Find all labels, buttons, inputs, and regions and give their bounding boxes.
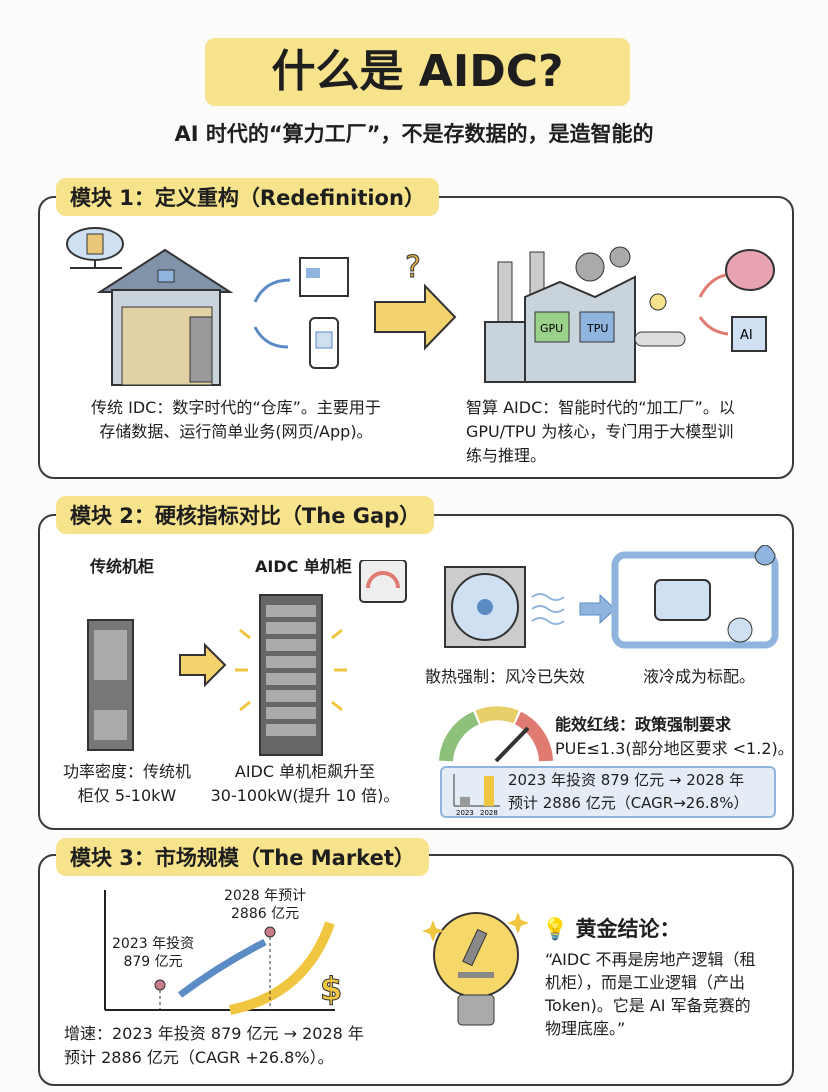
glow-rays xyxy=(235,628,347,712)
investment-summary-text: 2023 年投资 879 亿元 → 2028 年预计 2886 亿元（CAGR→… xyxy=(508,771,749,812)
svg-text:AI: AI xyxy=(740,328,753,343)
brain-icon xyxy=(725,249,775,291)
liquid-cooling-icon xyxy=(611,545,779,649)
lightbulb-icon: 💡 xyxy=(542,917,569,941)
module-3-header: 模块 3：市场规模（The Market） xyxy=(56,838,429,876)
traditional-rack-icon xyxy=(87,619,134,751)
fan-icon xyxy=(444,566,526,648)
investment-summary-box: 2023 2028 2023 年投资 879 亿元 → 2028 年预计 2886… xyxy=(440,766,776,818)
page-subtitle: AI 时代的“算力工厂”，不是存数据的，是造智能的 xyxy=(174,122,654,146)
market-growth-chart: $ xyxy=(104,890,343,1015)
point-2023 xyxy=(154,979,166,991)
cloud-database-icon xyxy=(66,227,124,269)
webpage-icon xyxy=(299,257,349,297)
mini-label-2028: 2028 xyxy=(480,809,498,816)
traditional-rack-label: 传统机柜 xyxy=(90,557,155,576)
arrow-icon xyxy=(698,316,729,336)
air-cooling-caption: 散热强制：风冷已失效 xyxy=(425,667,586,686)
power-gauge-icon xyxy=(359,560,407,603)
airflow-icon xyxy=(531,593,565,625)
water-drop-icon xyxy=(754,545,776,566)
dollar-icon: $ xyxy=(320,970,342,1008)
mini-bar-2028 xyxy=(484,776,494,806)
pue-gauge-icon xyxy=(439,706,553,763)
ai-chip-icon: AI xyxy=(731,316,767,352)
module-3-panel xyxy=(38,854,794,1086)
redefinition-illustration: ? GPU TPU AI xyxy=(66,227,775,386)
traditional-idc-caption: 传统 IDC：数字时代的“仓库”。主要用于存储数据、运行简单业务(网页/App)… xyxy=(91,398,381,441)
yellow-growth-arrow xyxy=(229,921,335,1015)
cooling-illustration xyxy=(444,545,779,649)
module-2-header: 模块 2：硬核指标对比（The Gap） xyxy=(56,496,435,534)
blue-growth-arrow xyxy=(177,938,267,998)
liquid-cooling-caption: 液冷成为标配。 xyxy=(643,667,756,686)
conveyor-belt-icon xyxy=(634,293,686,347)
page-title: 什么是 AIDC? xyxy=(205,38,630,106)
aidc-rack-icon xyxy=(259,594,323,756)
traditional-power-caption: 功率密度：传统机柜仅 5-10kW xyxy=(62,762,191,805)
lightbulb-microscope-icon xyxy=(422,912,529,1026)
mini-bar-2023 xyxy=(460,796,470,806)
rack-comparison-illustration xyxy=(87,560,407,756)
conclusion-title: 💡 黄金结论： xyxy=(542,917,681,941)
module-1-header: 模块 1：定义重构（Redefinition） xyxy=(56,178,439,216)
gpu-chip-label: GPU xyxy=(540,322,563,335)
arrow-icon xyxy=(253,278,291,303)
factory-icon: GPU TPU xyxy=(484,246,636,383)
phone-app-icon xyxy=(309,317,339,369)
arrow-icon xyxy=(579,593,616,625)
arrow-icon xyxy=(253,326,289,349)
arrow-icon xyxy=(698,272,731,298)
growth-caption: 增速：2023 年投资 879 亿元 → 2028 年预计 2886 亿元（CA… xyxy=(64,1024,364,1067)
big-arrow-icon xyxy=(374,283,457,351)
question-mark: ? xyxy=(405,250,421,285)
mini-label-2023: 2023 xyxy=(456,809,474,816)
arrow-icon xyxy=(179,642,227,688)
point-2028 xyxy=(264,926,276,938)
aidc-rack-label: AIDC 单机柜 xyxy=(255,557,352,576)
mini-growth-chart: 2023 2028 xyxy=(453,774,500,816)
warehouse-icon xyxy=(96,248,234,386)
tpu-chip-label: TPU xyxy=(586,322,608,335)
